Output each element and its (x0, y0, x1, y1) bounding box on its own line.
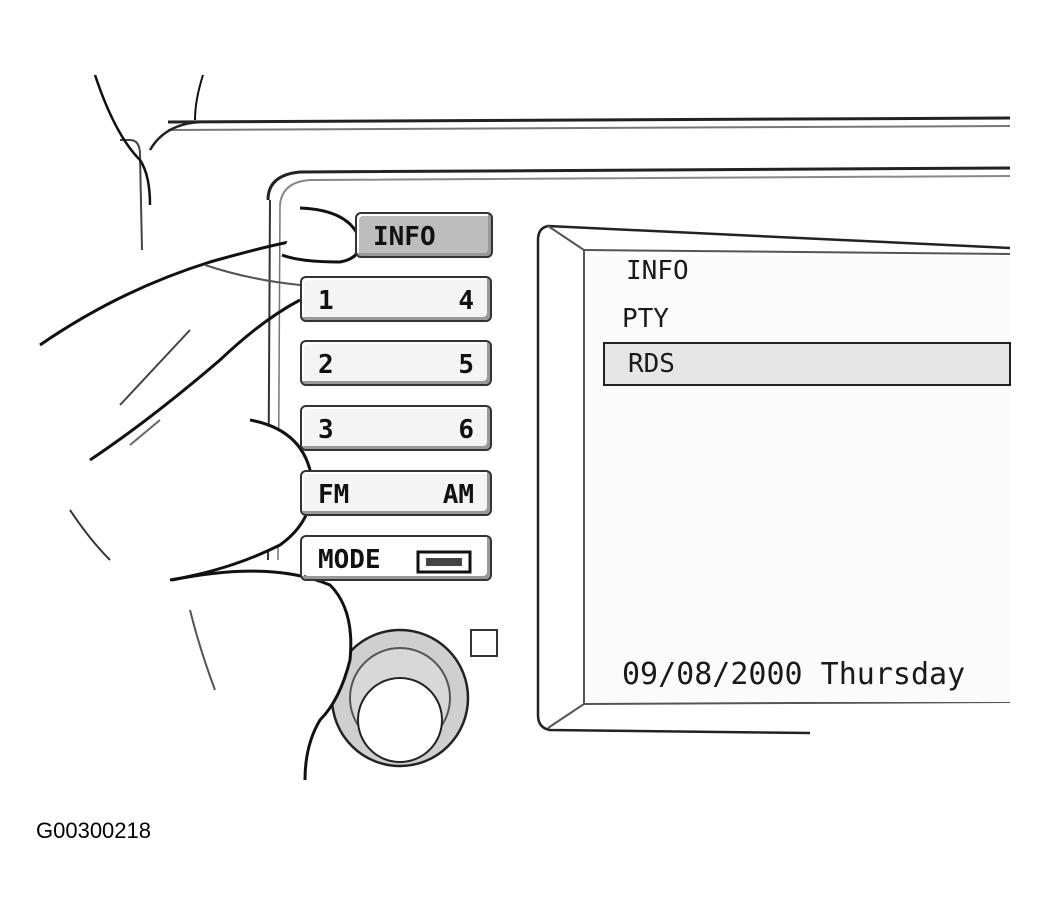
info-button[interactable]: INFO (355, 212, 493, 258)
preset-3-6-button[interactable]: 3 6 (300, 405, 492, 451)
preset-1-label: 1 (318, 286, 334, 316)
am-label: AM (442, 480, 474, 510)
preset-6-label: 6 (458, 415, 474, 445)
menu-item-info[interactable]: INFO (626, 256, 689, 286)
mode-button[interactable]: MODE (300, 535, 492, 581)
mode-label: MODE (318, 545, 381, 575)
fm-label: FM (318, 480, 350, 510)
preset-4-label: 4 (458, 286, 474, 316)
preset-3-label: 3 (318, 415, 334, 445)
menu-item-pty[interactable]: PTY (622, 304, 669, 334)
knob[interactable] (332, 630, 468, 766)
preset-1-4-button[interactable]: 1 4 (300, 276, 492, 322)
indicator-square (471, 630, 497, 656)
date-status: 09/08/2000 Thursday (622, 657, 966, 692)
figure-caption: G00300218 (36, 818, 151, 843)
menu-item-rds[interactable]: RDS (628, 349, 675, 379)
fm-am-button[interactable]: FM AM (300, 470, 492, 516)
info-button-label: INFO (373, 222, 436, 252)
preset-2-label: 2 (318, 350, 334, 380)
preset-5-label: 5 (458, 350, 474, 380)
preset-2-5-button[interactable]: 2 5 (300, 340, 492, 386)
